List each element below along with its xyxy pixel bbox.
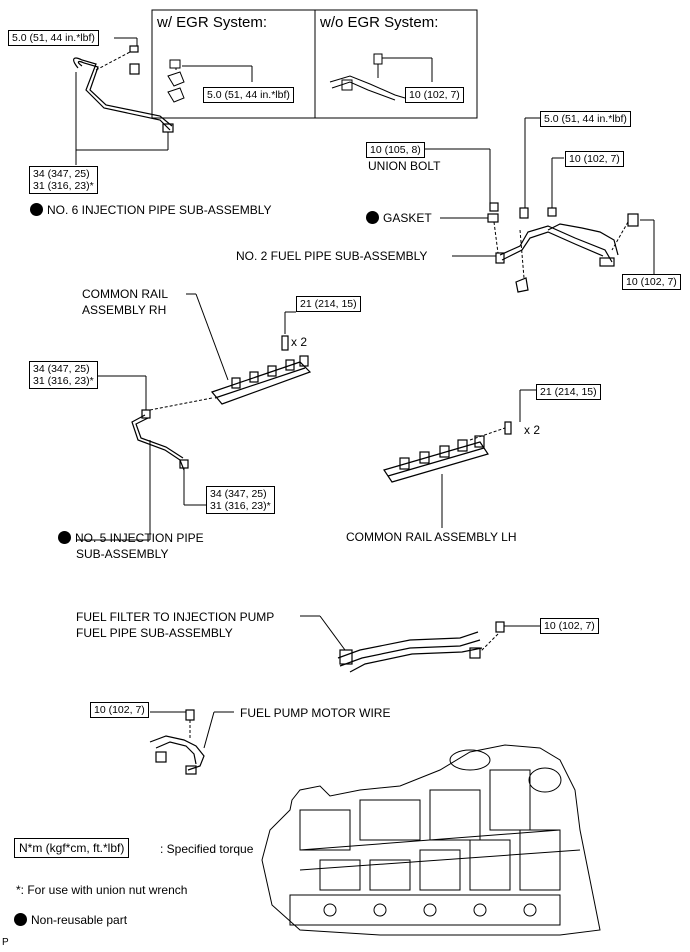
without-egr-title: w/o EGR System: (320, 14, 439, 31)
torque-box-top-left: 5.0 (51, 44 in.*lbf) (8, 30, 99, 46)
pipe6-label-text: NO. 6 INJECTION PIPE SUB-ASSEMBLY (47, 203, 272, 217)
legend-asterisk-note: *: For use with union nut wrench (16, 883, 188, 897)
union-bolt-label: UNION BOLT (368, 159, 441, 173)
torque-pipe5a-line1: 34 (347, 25) (33, 363, 90, 375)
legend-nonreusable-text: Non-reusable part (31, 913, 128, 927)
torque-pipe5b-line1: 34 (347, 25) (210, 488, 267, 500)
torque-box-right-50: 5.0 (51, 44 in.*lbf) (540, 111, 631, 127)
nonreusable-bullet-icon (30, 203, 43, 216)
torque-box-noegr: 10 (102, 7) (405, 87, 464, 103)
torque-box-pipe5a: 34 (347, 25) 31 (316, 23)* (29, 361, 98, 389)
noegr-parts-drawing (329, 53, 433, 101)
legend-torque-desc: : Specified torque (160, 842, 254, 856)
engine-drawing (261, 744, 601, 936)
torque-box-right-b: 10 (102, 7) (622, 274, 681, 290)
pipe5-label-2: SUB-ASSEMBLY (76, 547, 169, 561)
torque-box-rail-lh: 21 (214, 15) (536, 384, 601, 400)
rail-rh-label-2: ASSEMBLY RH (82, 303, 167, 317)
legend-torque-unit: N*m (kgf*cm, ft.*lbf) (14, 838, 130, 858)
x2-lh-label: x 2 (524, 423, 541, 437)
filter-label-1: FUEL FILTER TO INJECTION PUMP (76, 610, 275, 624)
torque-box-egr: 5.0 (51, 44 in.*lbf) (203, 87, 294, 103)
nonreusable-bullet-icon (14, 913, 27, 926)
fuel-pipe2-drawing (487, 202, 639, 293)
torque-box-right-a: 10 (102, 7) (565, 151, 624, 167)
nonreusable-bullet-icon (366, 211, 379, 224)
pipe5-label-1-text: NO. 5 INJECTION PIPE (75, 531, 204, 545)
fuel-pipe2-label: NO. 2 FUEL PIPE SUB-ASSEMBLY (236, 249, 428, 263)
nonreusable-bullet-icon (58, 531, 71, 544)
motor-wire-drawing (149, 709, 205, 775)
pipe5-label-1: NO. 5 INJECTION PIPE (58, 531, 204, 545)
torque-box-motor: 10 (102, 7) (90, 702, 149, 718)
torque-box-union: 10 (105, 8) (366, 142, 425, 158)
torque-pipe5a-line2: 31 (316, 23)* (33, 375, 94, 387)
torque-pipe6-line1: 34 (347, 25) (33, 168, 90, 180)
with-egr-title: w/ EGR System: (157, 14, 268, 31)
rail-lh-drawing (383, 421, 512, 483)
motor-wire-label: FUEL PUMP MOTOR WIRE (240, 706, 391, 720)
gasket-label: GASKET (366, 211, 432, 225)
rail-rh-label-1: COMMON RAIL (82, 287, 169, 301)
torque-box-pipe5b: 34 (347, 25) 31 (316, 23)* (206, 486, 275, 514)
filter-pipe-drawing (337, 621, 505, 673)
torque-pipe5b-line2: 31 (316, 23)* (210, 500, 271, 512)
x2-rh-label: x 2 (291, 335, 308, 349)
torque-pipe6-line2: 31 (316, 23)* (33, 180, 94, 192)
torque-box-filter: 10 (102, 7) (540, 618, 599, 634)
pipe5-drawing (131, 409, 189, 471)
torque-box-pipe6: 34 (347, 25) 31 (316, 23)* (29, 166, 98, 194)
rail-lh-label: COMMON RAIL ASSEMBLY LH (346, 530, 517, 544)
torque-box-rail-rh: 21 (214, 15) (296, 296, 361, 312)
gasket-label-text: GASKET (383, 211, 432, 225)
filter-label-2: FUEL PIPE SUB-ASSEMBLY (76, 626, 233, 640)
legend-nonreusable: Non-reusable part (14, 913, 127, 927)
pipe6-drawing (73, 45, 174, 133)
pipe6-label: NO. 6 INJECTION PIPE SUB-ASSEMBLY (30, 203, 272, 217)
footer-code: P (2, 937, 9, 948)
rail-rh-drawing (210, 335, 312, 405)
egr-parts-drawing (167, 59, 253, 103)
